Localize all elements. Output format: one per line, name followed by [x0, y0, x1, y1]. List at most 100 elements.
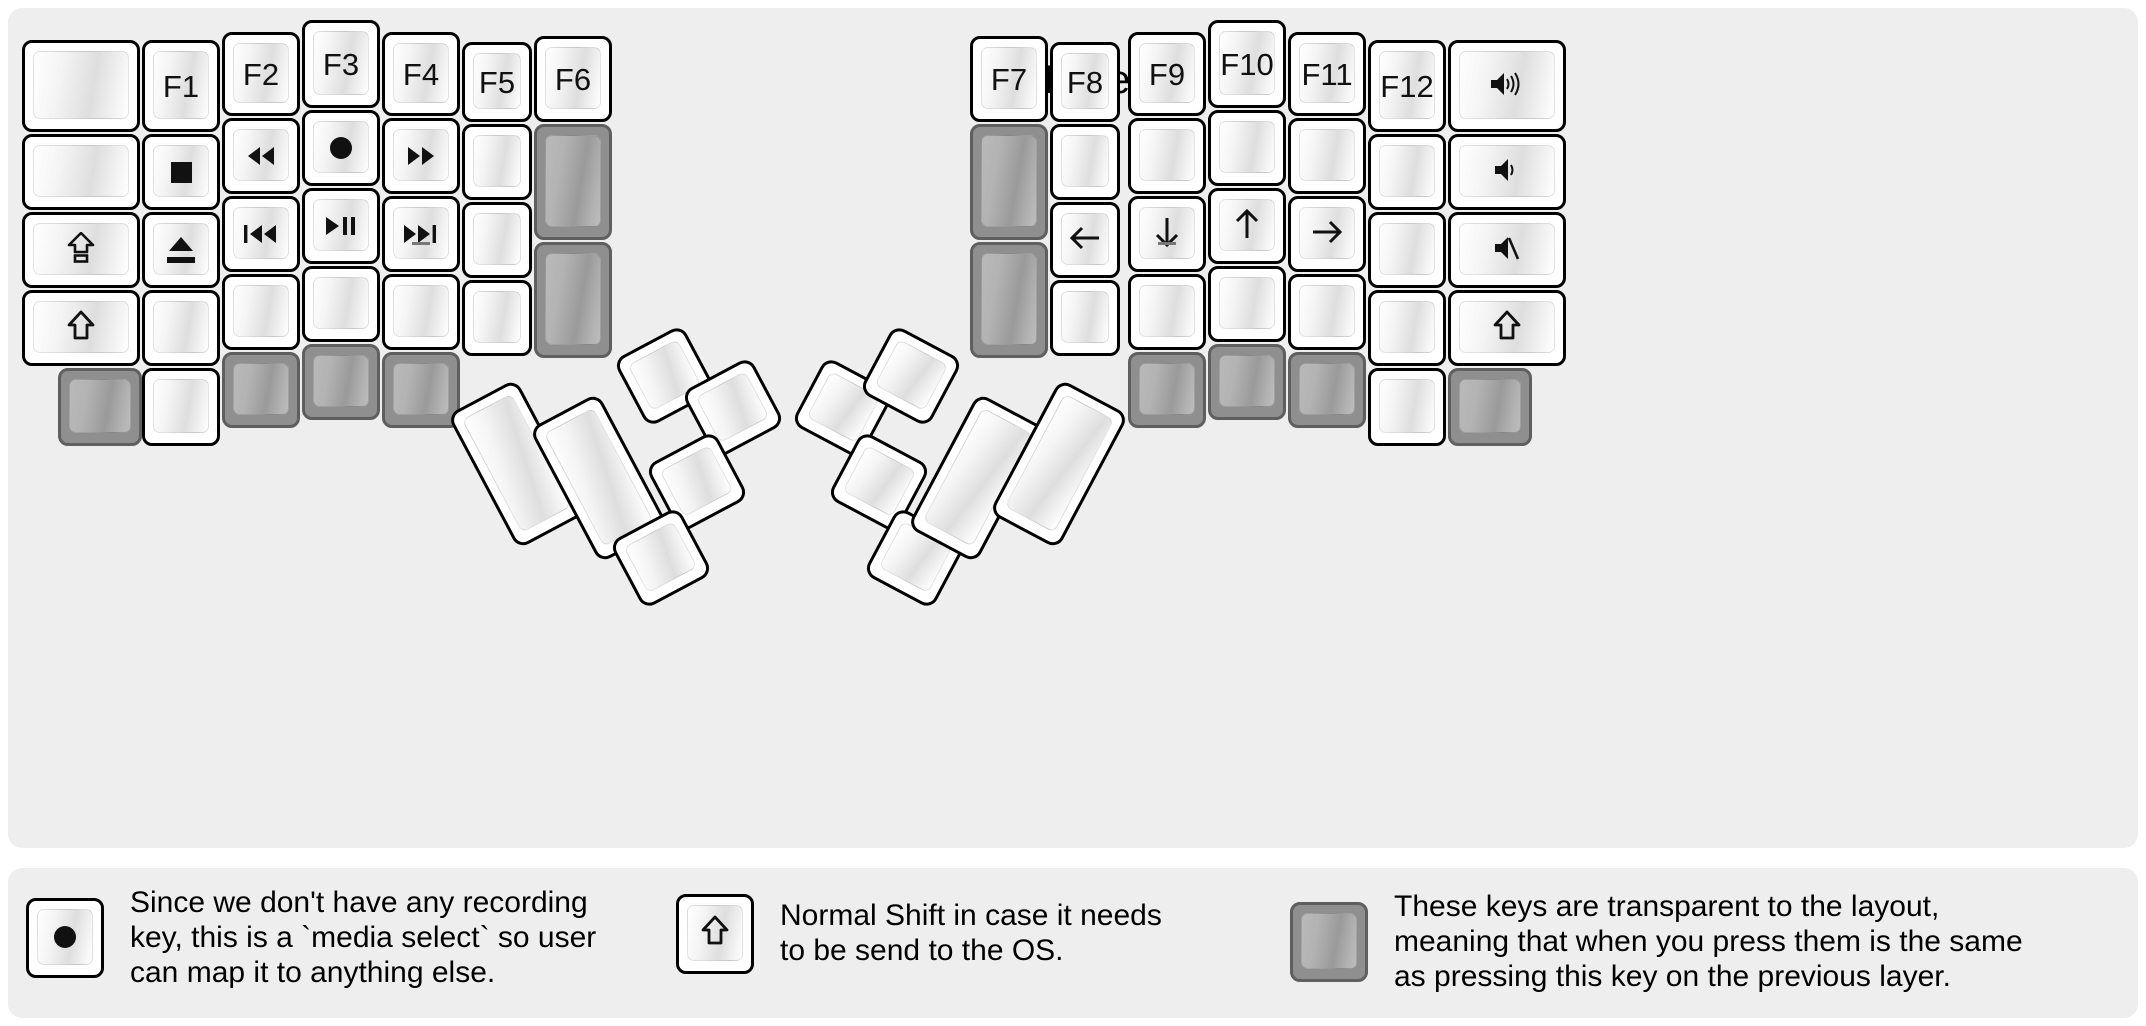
key-media-record[interactable] [302, 110, 380, 186]
key-blank-c2-r4[interactable] [222, 274, 300, 350]
key-trans-c6-r2[interactable] [534, 124, 612, 240]
key-media-forward[interactable] [382, 118, 460, 194]
key-blank-r-c3-r2[interactable] [1128, 118, 1206, 194]
key-blank-r-c5-r2[interactable] [1288, 118, 1366, 194]
key-blank-r-c5-r4[interactable] [1288, 274, 1366, 350]
key-f5[interactable]: F5 [462, 42, 532, 122]
key-trans-r-c7-r5[interactable] [1448, 368, 1532, 446]
key-f3[interactable]: F3 [302, 20, 380, 108]
key-f7[interactable]: F7 [970, 36, 1048, 122]
key-f11[interactable]: F11 [1288, 32, 1366, 116]
key-blank-c5-r4[interactable] [462, 280, 532, 356]
key-blank-c3-r4[interactable] [302, 266, 380, 342]
key-media-playpause[interactable] [302, 188, 380, 264]
key-arrow-down[interactable] [1128, 196, 1206, 272]
legend-transparent-key: These keys are transparent to the layout… [1290, 890, 2023, 994]
key-trans-c6-r3[interactable] [534, 242, 612, 358]
key-shift-left[interactable] [22, 290, 140, 366]
keycap-face [1379, 379, 1435, 433]
key-f4[interactable]: F4 [382, 32, 460, 116]
key-volume-mute[interactable] [1448, 212, 1566, 288]
key-f1[interactable]: F1 [142, 40, 220, 132]
keycap-face [981, 253, 1037, 345]
key-blank-r-c6-r3[interactable] [1368, 212, 1446, 288]
key-media-eject[interactable] [142, 212, 220, 288]
key-blank-c5-r2[interactable] [462, 124, 532, 200]
legend-panel: Since we don't have any recording key, t… [8, 868, 2138, 1018]
keycap-face [695, 371, 770, 444]
keycap-face [1299, 43, 1355, 103]
key-blank-r-c4-r4[interactable] [1208, 266, 1286, 342]
key-blank-r-c4-r2[interactable] [1208, 110, 1286, 186]
key-trans-c4-r5[interactable] [382, 352, 460, 428]
keycap-face [33, 51, 129, 119]
key-blank-r-c6-r4[interactable] [1368, 290, 1446, 366]
key-media-next[interactable] [382, 196, 460, 272]
key-trans-r-c1-r3[interactable] [970, 242, 1048, 358]
keycap-face [981, 47, 1037, 109]
key-f8[interactable]: F8 [1050, 42, 1120, 122]
key-f10[interactable]: F10 [1208, 20, 1286, 108]
keycap-face [233, 207, 289, 259]
keycap-face [659, 445, 734, 518]
key-trans-r-c1-r2[interactable] [970, 124, 1048, 240]
keycap-face [1139, 285, 1195, 337]
key-blank-r-c2-r2[interactable] [1050, 124, 1120, 200]
key-blank-l-r5c2[interactable] [142, 368, 220, 446]
key-blank-l-r4c2[interactable] [142, 290, 220, 366]
key-f12[interactable]: F12 [1368, 40, 1446, 132]
key-trans-r-c5-r5[interactable] [1288, 352, 1366, 428]
keycap-face [545, 253, 601, 345]
key-media-stop[interactable] [142, 134, 220, 210]
legend-record-key-text: Since we don't have any recording key, t… [130, 886, 597, 989]
key-blank-r-c6-r2[interactable] [1368, 134, 1446, 210]
key-trans-l-r5c1[interactable] [58, 368, 142, 446]
key-blank-l-r2c1[interactable] [22, 134, 140, 210]
legend-transparent-key-text: These keys are transparent to the layout… [1394, 890, 2023, 993]
keycap-face [33, 223, 129, 275]
key-f6[interactable]: F6 [534, 36, 612, 122]
key-blank-r-c6-r5[interactable] [1368, 368, 1446, 446]
keycap-face [233, 363, 289, 415]
key-media-prev[interactable] [222, 196, 300, 272]
key-blank-r-c2-r4[interactable] [1050, 280, 1120, 356]
key-trans-r-c3-r5[interactable] [1128, 352, 1206, 428]
keycap-face [393, 285, 449, 337]
key-media-rewind[interactable] [222, 118, 300, 194]
keycap-face [1379, 145, 1435, 197]
keycap-face [1379, 301, 1435, 353]
key-arrow-right[interactable] [1288, 196, 1366, 272]
key-volume-up[interactable] [1448, 40, 1566, 132]
key-blank-c5-r3[interactable] [462, 202, 532, 278]
key-arrow-up[interactable] [1208, 188, 1286, 264]
keycap-face [233, 285, 289, 337]
keycap-face [153, 301, 209, 353]
key-volume-down[interactable] [1448, 134, 1566, 210]
keycap-face [842, 445, 917, 518]
key-trans-c2-r5[interactable] [222, 352, 300, 428]
keycap-face [393, 129, 449, 181]
key-trans-c3-r5[interactable] [302, 344, 380, 420]
key-caps-lock[interactable] [22, 212, 140, 288]
keycap-face [33, 145, 129, 197]
key-trans-r-c4-r5[interactable] [1208, 344, 1286, 420]
legend-transparent-key-swatch [1290, 902, 1368, 983]
key-arrow-left[interactable] [1050, 202, 1120, 278]
keycap-face [393, 207, 449, 259]
keycap-face [687, 905, 743, 961]
key-f2[interactable]: F2 [222, 32, 300, 116]
key-shift-right[interactable] [1448, 290, 1566, 366]
keycap-face [153, 223, 209, 275]
keycap-face [473, 213, 521, 265]
keycap-face [1219, 199, 1275, 251]
keycap-face [1299, 363, 1355, 415]
legend-shift-key-text: Normal Shift in case it needs to be send… [780, 899, 1162, 967]
key-f9[interactable]: F9 [1128, 32, 1206, 116]
keycap-face [1459, 301, 1555, 353]
key-blank-c4-r4[interactable] [382, 274, 460, 350]
key-blank-l-r1c1[interactable] [22, 40, 140, 132]
keycap-face [473, 53, 521, 109]
key-blank-r-c3-r4[interactable] [1128, 274, 1206, 350]
keycap-face [1139, 129, 1195, 181]
keycap-face [1299, 207, 1355, 259]
